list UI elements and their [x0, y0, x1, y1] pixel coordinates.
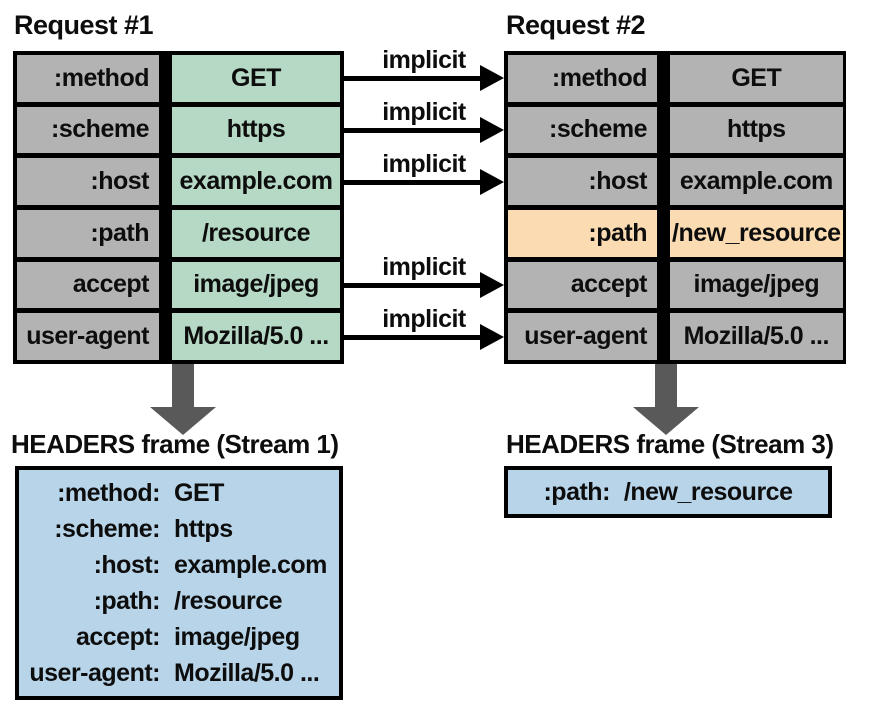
arrow-down-icon	[150, 364, 216, 435]
header-name: :method	[508, 55, 657, 102]
frame-line: :scheme: https	[19, 511, 339, 547]
header-name: :scheme	[508, 106, 657, 154]
header-value: /resource	[172, 210, 340, 257]
frame-line: :method: GET	[19, 475, 339, 511]
arrow-right-icon	[480, 169, 504, 195]
request2-table: :method GET :scheme https :host example.…	[504, 51, 846, 364]
frame-line: :path: /new_resource	[543, 477, 793, 507]
header-value: https	[172, 106, 340, 154]
frame-key: :path:	[543, 477, 610, 506]
header-name: :path	[17, 210, 159, 257]
implicit-label: implicit	[382, 98, 466, 126]
arrow-shaft	[344, 128, 481, 133]
header-value: image/jpeg	[172, 261, 340, 309]
arrow-right-icon	[480, 65, 504, 91]
frame-line: user-agent: Mozilla/5.0 ...	[19, 655, 339, 691]
arrow-shaft	[344, 283, 481, 288]
header-name: :host	[508, 158, 657, 205]
frame-value: GET	[174, 478, 224, 507]
header-name: user-agent	[17, 313, 159, 360]
frame-line: :path: /resource	[19, 583, 339, 619]
header-value: Mozilla/5.0 ...	[172, 313, 340, 360]
frame-value: example.com	[174, 550, 327, 579]
header-name: :scheme	[17, 106, 159, 154]
header-value: GET	[172, 55, 340, 102]
request1-table: :method GET :scheme https :host example.…	[13, 51, 344, 364]
headers-frame2-title: HEADERS frame (Stream 3)	[506, 429, 834, 459]
frame-key: accept:	[75, 622, 161, 651]
header-name-highlighted: :path	[508, 210, 657, 257]
header-value: example.com	[172, 158, 340, 205]
frame-value: /new_resource	[623, 477, 793, 506]
arrow-right-icon	[480, 324, 504, 350]
arrow-shaft	[344, 76, 481, 81]
header-value: image/jpeg	[670, 261, 843, 309]
implicit-label: implicit	[382, 150, 466, 178]
arrow-shaft	[344, 180, 481, 185]
header-value-highlighted: /new_resource	[670, 210, 843, 257]
header-name: :host	[17, 158, 159, 205]
implicit-label: implicit	[382, 253, 466, 281]
header-value: GET	[670, 55, 843, 102]
header-name: accept	[17, 261, 159, 309]
header-value: Mozilla/5.0 ...	[670, 313, 843, 360]
frame-value: /resource	[174, 586, 283, 615]
implicit-label: implicit	[382, 46, 466, 74]
frame-value: https	[174, 514, 233, 543]
frame-line: accept: image/jpeg	[19, 619, 339, 655]
headers-frame1-box: :method: GET :scheme: https :host: examp…	[15, 466, 343, 700]
arrow-right-icon	[480, 117, 504, 143]
header-name: user-agent	[508, 313, 657, 360]
frame-key: :method:	[57, 478, 160, 507]
frame-key: :scheme:	[54, 514, 160, 543]
header-name: accept	[508, 261, 657, 309]
arrow-right-icon	[480, 272, 504, 298]
frame-value: image/jpeg	[174, 622, 300, 651]
frame-key: :host:	[93, 550, 161, 579]
frame-key: :path:	[93, 586, 161, 615]
header-value: https	[670, 106, 843, 154]
implicit-label: implicit	[382, 305, 466, 333]
arrow-shaft	[344, 335, 481, 340]
headers-frame2-box: :path: /new_resource	[504, 466, 832, 518]
request1-title: Request #1	[14, 10, 154, 40]
headers-frame1-title: HEADERS frame (Stream 1)	[11, 429, 339, 459]
header-value: example.com	[670, 158, 843, 205]
frame-line: :host: example.com	[19, 547, 339, 583]
frame-value: Mozilla/5.0 ...	[174, 658, 320, 687]
header-name: :method	[17, 55, 159, 102]
request2-title: Request #2	[506, 10, 646, 40]
frame-key: user-agent:	[29, 658, 160, 687]
arrow-down-icon	[633, 364, 699, 435]
